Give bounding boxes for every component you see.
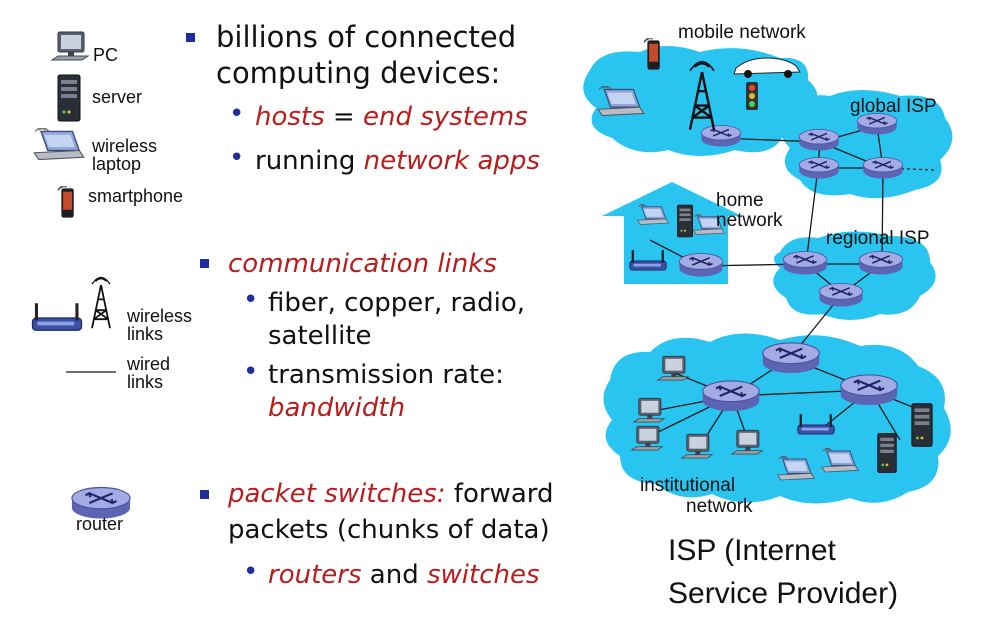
institutional-network-label-1: institutional bbox=[640, 475, 736, 496]
router-icon bbox=[798, 156, 840, 180]
bullet-3-sub-1: routers and switches bbox=[268, 559, 540, 591]
term-hosts: hosts bbox=[255, 102, 325, 132]
traffic-light-icon bbox=[746, 82, 758, 110]
term-routers: routers bbox=[268, 560, 362, 590]
server-icon bbox=[677, 204, 693, 238]
bullet-1-sub-1: hosts = end systems bbox=[255, 101, 528, 133]
router-icon bbox=[782, 250, 828, 276]
home-network-label-1: home bbox=[716, 190, 764, 211]
term-packet-switches: packet switches: bbox=[228, 479, 446, 509]
wireless-access-point-icon bbox=[31, 302, 83, 331]
cell-tower-icon bbox=[90, 276, 112, 330]
legend-pc-label: PC bbox=[93, 45, 119, 65]
sub-bullet-dot-icon: • bbox=[243, 285, 259, 315]
sub-bullet-dot-icon: • bbox=[229, 143, 245, 173]
equals-sign: = bbox=[324, 102, 363, 132]
router-icon bbox=[761, 342, 821, 374]
router-icon bbox=[862, 156, 904, 180]
bullet-square-icon bbox=[200, 259, 209, 268]
term-switches: switches bbox=[426, 560, 540, 590]
bullet-1-line-2: computing devices: bbox=[216, 56, 501, 90]
text-forward: forward bbox=[445, 479, 554, 509]
legend-wireless-links-label-1: wireless bbox=[127, 306, 193, 326]
legend-wireless-links-label-2: links bbox=[127, 324, 164, 344]
bullet-3-line-1: packet switches: forward bbox=[228, 478, 554, 510]
term-end-systems: end systems bbox=[363, 102, 528, 132]
router-icon bbox=[839, 374, 899, 406]
sub-bullet-dot-icon: • bbox=[243, 557, 259, 587]
legend-server-label: server bbox=[92, 87, 143, 107]
bullet-2-sub-1-line-2: satellite bbox=[268, 321, 372, 351]
bullet-2-sub-2-line-1: transmission rate: bbox=[268, 360, 504, 390]
bullet-1-line-1: billions of connected bbox=[216, 20, 517, 54]
pc-icon bbox=[51, 31, 89, 61]
server-icon bbox=[911, 403, 933, 447]
bullet-square-icon bbox=[186, 33, 195, 42]
car-icon bbox=[733, 57, 801, 78]
isp-caption-line-2: Service Provider) bbox=[668, 577, 899, 610]
legend-router-label: router bbox=[76, 514, 124, 534]
bullet-1-sub-2: running network apps bbox=[255, 145, 540, 177]
router-icon bbox=[700, 124, 742, 148]
text-and: and bbox=[361, 560, 427, 590]
router-icon bbox=[678, 252, 724, 278]
legend-wireless-laptop-label-1: wireless bbox=[92, 136, 158, 156]
smartphone-icon bbox=[58, 186, 75, 219]
bullet-2-sub-1-line-1: fiber, copper, radio, bbox=[268, 288, 526, 318]
legend-wired-links-label-2: links bbox=[127, 372, 164, 392]
institutional-network-label-2: network bbox=[686, 496, 753, 517]
router-icon bbox=[858, 250, 904, 276]
legend-wireless-laptop-label-2: laptop bbox=[92, 154, 142, 174]
router-icon bbox=[701, 380, 761, 412]
server-icon bbox=[57, 74, 81, 122]
regional-isp-label: regional ISP bbox=[826, 228, 930, 249]
bullet-2-sub-2-line-2: bandwidth bbox=[268, 393, 406, 423]
sub-bullet-dot-icon: • bbox=[243, 357, 259, 387]
home-network-label-2: network bbox=[716, 210, 783, 231]
bullet-square-icon bbox=[200, 490, 209, 499]
term-network-apps: network apps bbox=[363, 146, 540, 176]
legend-wired-links-label-1: wired bbox=[127, 354, 171, 374]
bullet-2-line-1: communication links bbox=[228, 249, 497, 279]
global-isp-label: global ISP bbox=[850, 96, 937, 117]
sub-bullet-dot-icon: • bbox=[229, 99, 245, 129]
legend-smartphone-label: smartphone bbox=[88, 186, 184, 206]
isp-caption-line-1: ISP (Internet bbox=[668, 534, 836, 567]
server-icon bbox=[877, 433, 897, 473]
wireless-laptop-icon bbox=[33, 128, 85, 161]
bullet-3-line-2: packets (chunks of data) bbox=[228, 515, 550, 545]
router-icon bbox=[818, 282, 864, 308]
text-running: running bbox=[255, 146, 364, 176]
router-icon bbox=[798, 128, 840, 152]
mobile-network-label: mobile network bbox=[678, 22, 806, 43]
